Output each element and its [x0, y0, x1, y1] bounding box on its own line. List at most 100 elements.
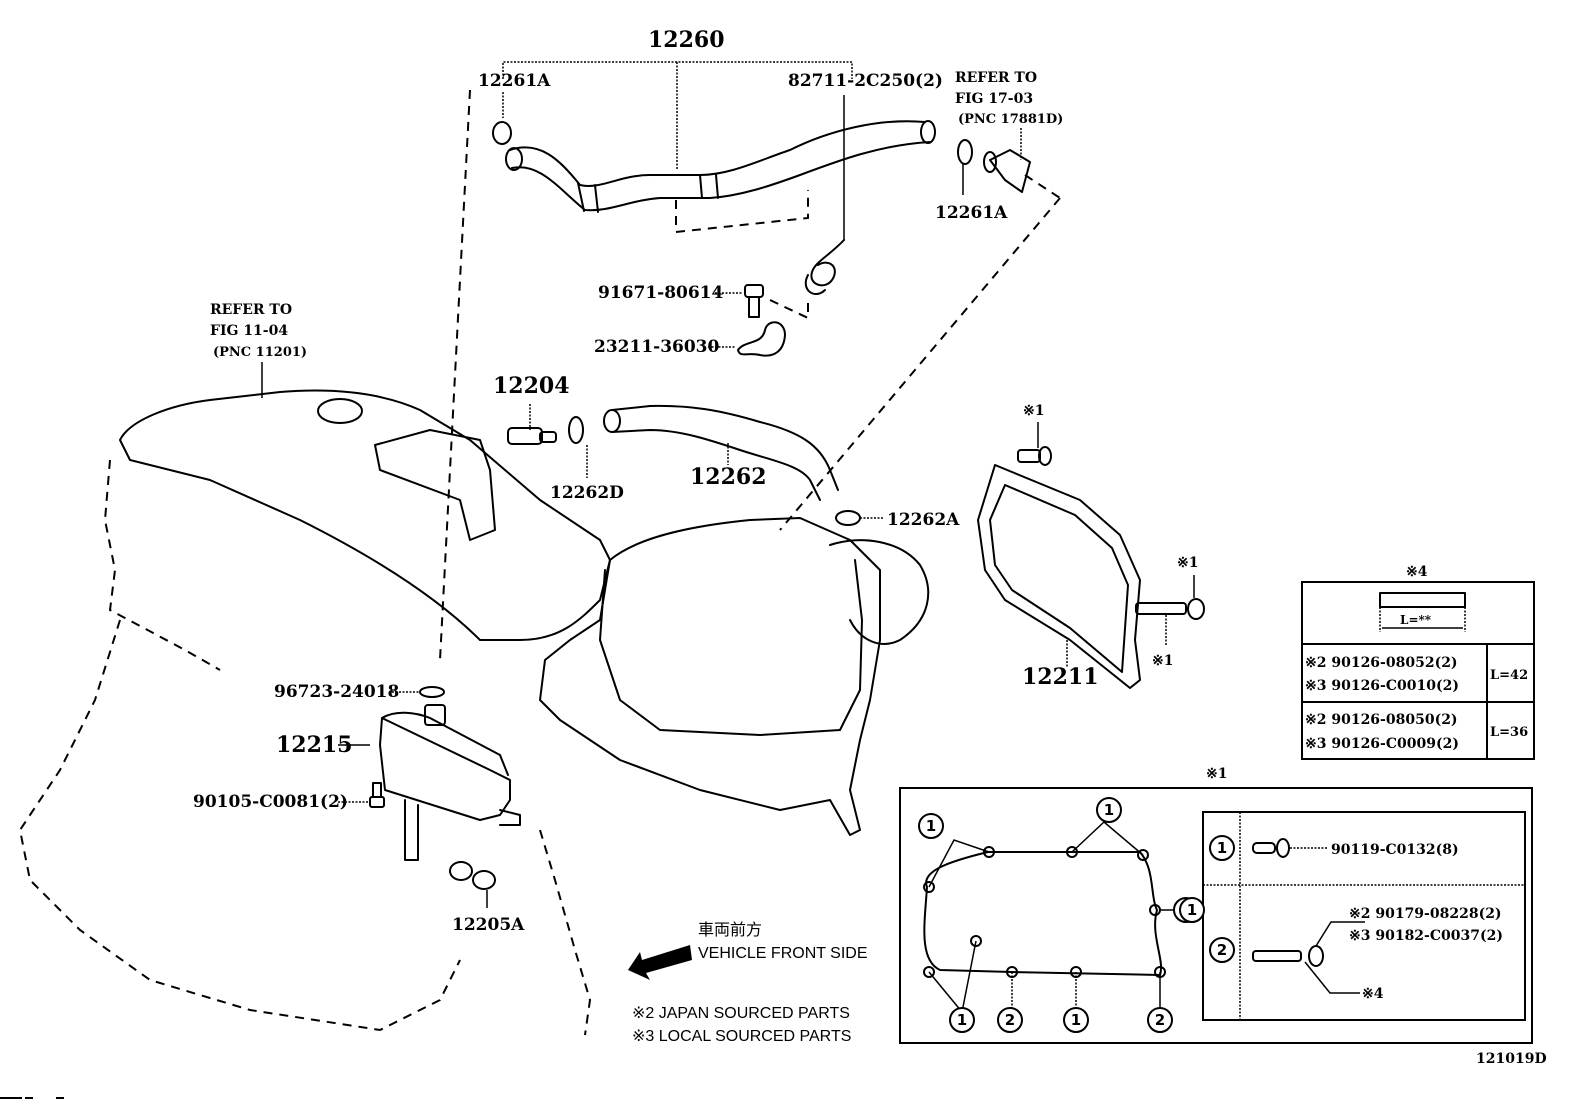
hose-12262-end [603, 409, 621, 433]
refer-top-line2: FIG 17-03 [955, 91, 1033, 107]
clip-12262a[interactable]: 12262A [835, 510, 960, 530]
callout-num: 1 [1071, 1011, 1081, 1029]
leader [1315, 921, 1365, 947]
engine-dash-left [103, 459, 221, 671]
direction-jp: 車両前方 [698, 921, 762, 939]
stud-table-row: ※2 90126-08052(2) ※3 90126-C0010(2) L=42 [1305, 655, 1528, 694]
intake-manifold-outline [539, 517, 881, 836]
clip-12262d[interactable]: 12262D [550, 416, 624, 503]
callout: 1 [918, 813, 944, 839]
pcv-valve-tip [539, 431, 557, 443]
refer-fig-11-04[interactable]: REFER TO FIG 11-04 (PNC 11201) [210, 302, 307, 398]
hose-end-right [920, 120, 936, 144]
engine-dash-right [539, 829, 592, 1036]
clip-ring-icon [492, 121, 512, 145]
label-12205a: 12205A [452, 915, 525, 935]
hose-12262[interactable]: 12262 [603, 404, 839, 501]
callout: 1 [1096, 797, 1122, 823]
hose-assembly-12260[interactable]: 12260 [502, 27, 936, 234]
label-12261a-right: 12261A [935, 203, 1008, 223]
bracket-dash [769, 299, 809, 320]
hose-joint-3 [699, 174, 703, 199]
bolt-90105-c0081[interactable]: 90105-C0081(2) [193, 782, 385, 812]
o-ring-96723-24018[interactable]: 96723-24018 [274, 682, 445, 702]
dash-guide-right [779, 197, 1061, 531]
refer-fig-17-03[interactable]: REFER TO FIG 17-03 (PNC 17881D) [955, 70, 1063, 160]
callout: 1 [1179, 897, 1205, 923]
separator-bolt-shank [372, 782, 382, 798]
callout: 1 [949, 1007, 975, 1033]
clip-ring-right-icon [957, 139, 973, 165]
clamp-tab [804, 274, 826, 295]
refer-top-line3: (PNC 17881D) [958, 112, 1063, 127]
stud-table-frame [1301, 581, 1535, 760]
separator-12215[interactable]: 12215 [276, 704, 521, 861]
separator-body [379, 717, 511, 821]
stud-diagram-icon [1379, 592, 1466, 608]
stud-table-title: ※4 [1406, 564, 1428, 580]
bolt-legend-row-2: 2 ※2 90179-08228(2) ※3 90182-C0037(2) ※4 [1209, 906, 1503, 1002]
gasket-bolt-head [1038, 446, 1052, 466]
clip-12261a-left[interactable]: 12261A [478, 71, 551, 145]
bolt-legend-part-2b: ※3 90182-C0037(2) [1349, 928, 1503, 944]
pcv-valve-12204[interactable]: 12204 [493, 373, 570, 445]
pcv-valve-icon [507, 427, 543, 445]
label-82711: 82711-2C250(2) [788, 71, 943, 91]
grommet-2-icon [472, 870, 496, 890]
vehicle-front-indicator: 車両前方 VEHICLE FRONT SIDE [628, 921, 868, 980]
hose-clamp-82711[interactable]: 82711-2C250(2) [788, 71, 943, 295]
engine-block [18, 89, 1061, 1036]
legend-notes: ※2 JAPAN SOURCED PARTS ※3 LOCAL SOURCED … [632, 1005, 851, 1045]
stud-dim-label: L=** [1400, 613, 1432, 627]
gasket-inner [989, 484, 1129, 673]
gasket-outline-schematic [923, 851, 1162, 976]
label-12204: 12204 [493, 373, 570, 399]
separator-nipple [424, 704, 446, 726]
leader [928, 839, 990, 888]
hole-icon [1137, 849, 1149, 861]
label-96723: 96723-24018 [274, 682, 399, 702]
stud-row-2-line2: ※3 90126-C0009(2) [1305, 736, 1459, 752]
clip-12262a-icon [835, 510, 861, 526]
direction-en: VEHICLE FRONT SIDE [698, 945, 868, 962]
throttle-body [829, 539, 930, 645]
oil-filler-cap [317, 398, 363, 424]
gasket-outer [977, 464, 1141, 689]
hose-lower-outline [511, 141, 931, 212]
bracket-23211-36030[interactable]: 23211-36030 [594, 299, 809, 357]
callout-num: 1 [926, 817, 936, 835]
stud-row-1-line2: ※3 90126-C0010(2) [1305, 678, 1459, 694]
fitting-end [983, 151, 997, 173]
label-12262: 12262 [690, 464, 767, 490]
stud-icon [1135, 602, 1187, 615]
callout-num: 2 [1155, 1011, 1165, 1029]
hose-joint-2 [594, 184, 599, 213]
bolt-91671-80614[interactable]: 91671-80614 [598, 283, 764, 318]
label-12260: 12260 [648, 27, 725, 53]
stud-bolt-icon [1252, 950, 1302, 962]
callout: 2 [1147, 1007, 1173, 1033]
stud-row-1-length: L=42 [1490, 668, 1528, 683]
flange-bolt-head [1276, 838, 1290, 858]
stud-row-2-line1: ※2 90126-08050(2) [1305, 712, 1458, 728]
callout: 1 [1209, 835, 1235, 861]
callout-num: 2 [1005, 1011, 1015, 1029]
refer-top-line1: REFER TO [955, 70, 1037, 86]
bolt-legend-row-1: 1 90119-C0132(8) [1209, 835, 1459, 861]
refer-left-line3: (PNC 11201) [213, 345, 307, 360]
hose-12262-top [611, 404, 839, 491]
hose-joint-4 [715, 174, 719, 199]
bolt-legend-part-2a: ※2 90179-08228(2) [1349, 906, 1502, 922]
callout-leaders [928, 820, 1175, 1014]
gasket-12211[interactable]: 12211 ※1 ※1 ※1 [977, 403, 1205, 690]
callout-num: 1 [1187, 901, 1197, 919]
refer-left-line2: FIG 11-04 [210, 323, 288, 339]
nut-icon [1187, 598, 1205, 620]
clip-12261a-right[interactable]: 12261A [935, 139, 1031, 223]
flange-bolt-icon [1252, 842, 1276, 854]
separator-pipe [404, 799, 419, 861]
grommet-12205a[interactable]: 12205A [449, 861, 525, 935]
callout-num: 1 [957, 1011, 967, 1029]
callout-num: 1 [1217, 839, 1227, 857]
hose-12262-bottom [611, 429, 821, 501]
